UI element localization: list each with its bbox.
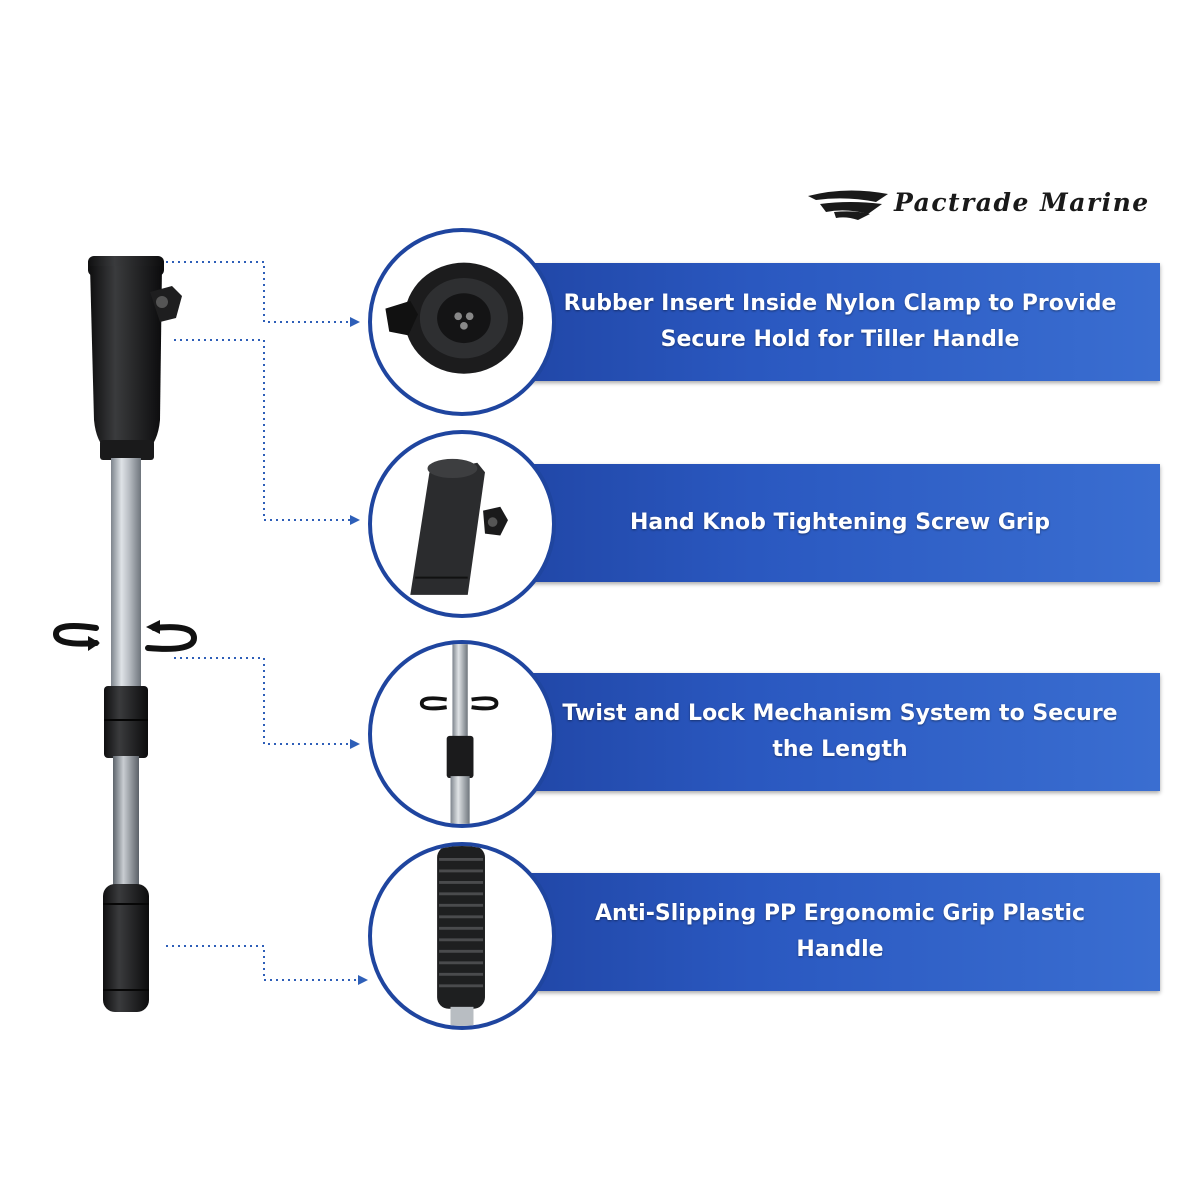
rubber-insert-clamp-icon: [368, 228, 556, 416]
feature-line: Twist and Lock Mechanism System to Secur…: [562, 701, 1118, 726]
boat-wave-logo-icon: [808, 190, 888, 220]
grip-handle: [103, 884, 149, 1012]
feature-line: Anti-Slipping PP Ergonomic Grip Plastic: [594, 901, 1086, 926]
feature-line: Handle: [796, 937, 884, 962]
feature-text: Hand Knob Tightening Screw Grip: [630, 505, 1050, 541]
feature-line: the Length: [772, 737, 908, 762]
hand-knob-screw-icon: [368, 430, 556, 618]
brand-logo: Pactrade Marine: [806, 182, 1186, 222]
brand-name: Pactrade Marine: [894, 187, 1150, 217]
twist-lock-mechanism-icon: [368, 640, 556, 828]
feature-line: Hand Knob Tightening Screw Grip: [629, 510, 1051, 535]
feature-text: Twist and Lock Mechanism System to Secur…: [562, 696, 1117, 768]
lower-tube: [113, 756, 139, 888]
feature-text: Anti-Slipping PP Ergonomic Grip Plastic …: [595, 896, 1085, 968]
upper-tube: [111, 458, 141, 690]
connector-arrowheads: [350, 317, 368, 985]
rotate-right-arrow-icon: [145, 620, 198, 652]
rotate-left-arrow-icon: [52, 623, 100, 651]
clamp-head: [88, 256, 182, 460]
connector-lines: [166, 261, 358, 981]
feature-text: Rubber Insert Inside Nylon Clamp to Prov…: [564, 286, 1117, 358]
feature-line: Rubber Insert Inside Nylon Clamp to Prov…: [563, 291, 1117, 316]
feature-line: Secure Hold for Tiller Handle: [660, 327, 1020, 352]
twist-lock-collar: [104, 686, 148, 758]
ergonomic-grip-handle-icon: [368, 842, 556, 1030]
